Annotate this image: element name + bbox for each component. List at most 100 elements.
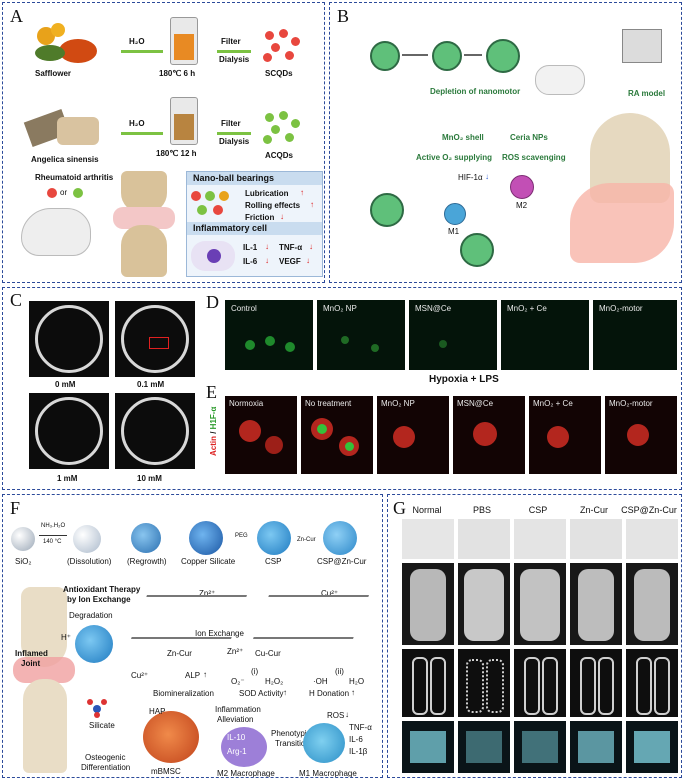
nanomotor-1 (370, 41, 400, 71)
panel-label: B (337, 6, 350, 26)
cucur-label: Cu-Cur (255, 649, 281, 658)
antioxidant-label-1: Antioxidant Therapy (63, 585, 141, 594)
down-arrow: ↓ (306, 256, 310, 265)
ct-csp-row2 (514, 563, 566, 645)
actin-no-treatment (301, 396, 373, 474)
hdon-label: H Donation (309, 689, 350, 698)
ct-csp-row1 (514, 519, 566, 559)
fluor-control (225, 300, 313, 370)
g-column-label: Normal (412, 505, 442, 515)
panel-cde: C D E 0 mM 0.1 mM 1 mM 10 mM Control MnO… (2, 287, 682, 490)
dissolution-sphere (73, 525, 101, 553)
knee-image (11, 587, 77, 773)
panel-g: G Normal PBS CSP Zn-Cur CSP@Zn-Cur (387, 494, 682, 778)
vegf-label: VEGF (279, 257, 301, 266)
actin-label: MnO₂ + Ce (533, 399, 573, 408)
nh3-label: NH₃.H₂O (41, 523, 66, 529)
conc-label: 1 mM (57, 474, 78, 483)
biomin-label: Biomineralization (153, 689, 214, 698)
molecule-cucur (252, 595, 370, 639)
tnfa-label: TNF-α (349, 723, 372, 732)
panel-label: D (206, 292, 219, 312)
ct-cspzn-row4 (626, 721, 678, 773)
mbmsc-cell (143, 711, 199, 763)
ct-pbs-row2 (458, 563, 510, 645)
h2o-label-1: H₂O (129, 37, 145, 46)
actin-normoxia (225, 396, 297, 474)
down-arrow: ↓ (265, 256, 269, 265)
ct-normal-row4 (402, 721, 454, 773)
mouse-image (535, 65, 585, 95)
ct-csp-row3 (514, 649, 566, 717)
filter-label-2: Filter (221, 119, 241, 128)
ct-pbs-row1 (458, 519, 510, 559)
m1mac-label: M1 Macrophage (299, 769, 357, 778)
friction-label: Friction (245, 213, 275, 222)
autoclave-jar (170, 97, 198, 145)
down-arrow: ↓ (485, 172, 489, 181)
ct-zncur-row3 (570, 649, 622, 717)
ct-zncur-row1 (570, 519, 622, 559)
arrow (39, 535, 67, 536)
fluor-mno2-motor (593, 300, 677, 370)
copper-silicate-sphere (189, 521, 223, 555)
us-image-3 (115, 393, 195, 469)
ct-zncur-row4 (570, 721, 622, 773)
zncur-label: Zn-Cur (297, 537, 316, 543)
us-image-0 (29, 301, 109, 377)
inflam-title: Inflammatory cell (193, 223, 268, 233)
scqds-label: SCQDs (265, 69, 293, 78)
conc-label: 0.1 mM (137, 380, 165, 389)
degraded-particle (75, 625, 113, 663)
ros-scav-label: ROS scavenging (502, 153, 566, 162)
mouse-image (21, 208, 91, 256)
inflamed-label-2: Joint (21, 659, 41, 668)
alp-label: ALP (185, 671, 201, 680)
filter-label-1: Filter (221, 37, 241, 46)
peg-label: PEG (235, 533, 248, 539)
oh-label: ·OH (313, 677, 328, 686)
hap-label: HAP (149, 707, 166, 716)
joint-image (113, 171, 175, 277)
nanoball-title: Nano-ball bearings (193, 173, 275, 183)
il6-label: IL-6 (243, 257, 258, 266)
csp-zncur-sphere (323, 521, 357, 555)
h2o-label-2: H₂O (129, 119, 145, 128)
phenotypic-label-1: Phenotypic (271, 729, 311, 738)
nanomotor-4 (370, 193, 404, 227)
panel-label: E (206, 382, 217, 402)
ceria-label: Ceria NPs (510, 133, 548, 142)
csp-zncur-label: CSP@Zn-Cur (317, 557, 367, 566)
hif-label: H1F-α (209, 406, 218, 430)
g-column-label: CSP@Zn-Cur (621, 505, 677, 515)
angelica-label: Angelica sinensis (31, 155, 99, 164)
panel-label: F (10, 498, 21, 518)
m2-cell (510, 175, 534, 199)
antioxidant-label-2: by Ion Exchange (67, 595, 131, 604)
silicate-label: Silicate (89, 721, 115, 730)
down-arrow: ↓ (309, 242, 313, 251)
sod-label: SOD Activity (239, 689, 284, 698)
inflam-label-1: Inflammation (215, 705, 261, 714)
osteo-label-2: Differentiation (81, 763, 131, 772)
silicate-molecule (87, 699, 107, 718)
panel-label: A (10, 6, 23, 26)
ii-label: (ii) (335, 667, 344, 676)
arrow (121, 50, 163, 53)
us-image-1 (115, 301, 195, 377)
actin-msn-ce (453, 396, 525, 474)
g-column-label: PBS (472, 505, 491, 515)
actin-label: Normoxia (229, 399, 264, 408)
or-label: or (60, 188, 68, 197)
mbmsc-label: mBMSC (151, 767, 181, 776)
up-arrow: ↑ (203, 670, 207, 679)
actin-mno2-motor (605, 396, 677, 474)
ra-model-label: RA model (628, 89, 666, 98)
m2-macrophage (221, 727, 267, 767)
actin-label: No treatment (305, 399, 352, 408)
temp-label: 140 °C (43, 539, 62, 545)
actin-label: MnO₂-motor (609, 399, 653, 408)
conc-label: 10 mM (137, 474, 162, 483)
fluor-mno2-np (317, 300, 405, 370)
ct-zncur-row2 (570, 563, 622, 645)
